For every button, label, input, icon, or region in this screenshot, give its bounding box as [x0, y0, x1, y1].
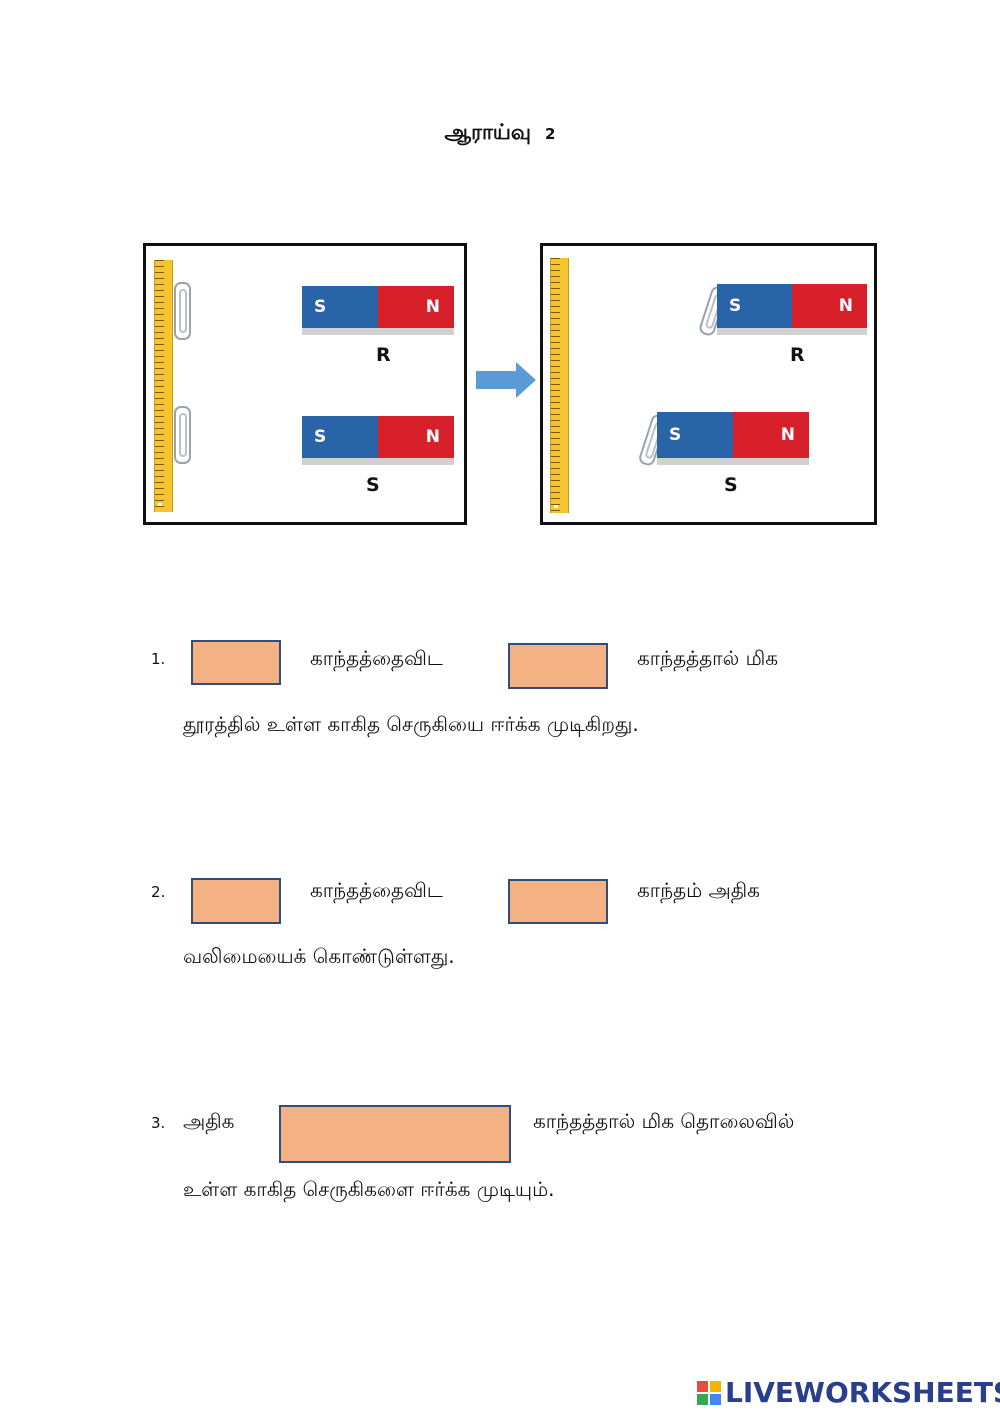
answer-box-2b[interactable] [508, 879, 608, 924]
page-title: ஆராய்வு 2 [0, 120, 1000, 147]
answer-box-1a[interactable] [191, 640, 281, 685]
south-pole: S [717, 284, 792, 328]
magnet-label-s: S [724, 474, 738, 496]
question-3-number: 3. [151, 1114, 166, 1132]
question-1-text-b: காந்தத்தால் மிக [637, 646, 779, 670]
logo-mark-icon [697, 1380, 721, 1405]
before-panel: S N R S N S [143, 243, 467, 525]
magnet-label-s: S [366, 474, 380, 496]
north-pole: N [378, 286, 454, 328]
question-3-line2: உள்ள காகித செருகிகளை ஈர்க்க முடியும். [183, 1177, 555, 1201]
question-3-text-b: காந்தத்தால் மிக தொலைவில் [533, 1109, 795, 1133]
question-2-text-b: காந்தம் அதிக [637, 878, 760, 902]
north-pole: N [733, 412, 809, 458]
after-panel: S N R S N S [540, 243, 877, 525]
question-1-number: 1. [151, 650, 166, 668]
title-text: ஆராய்வு [444, 120, 532, 144]
magnet-s: S N [302, 416, 454, 458]
magnet-s: S N [657, 412, 809, 458]
arrow-right-icon [476, 362, 536, 398]
magnet-label-r: R [790, 344, 805, 366]
south-pole: S [657, 412, 733, 458]
south-pole: S [302, 286, 378, 328]
question-2-line2: வலிமையைக் கொண்டுள்ளது. [183, 944, 455, 968]
liveworksheets-logo: LIVEWORKSHEETS [697, 1376, 1000, 1409]
ruler [154, 260, 173, 512]
magnet-r: S N [717, 284, 867, 328]
paper-clip-icon [174, 282, 191, 340]
answer-box-3[interactable] [279, 1105, 511, 1163]
question-3-text-a: அதிக [183, 1109, 235, 1133]
magnet-r: S N [302, 286, 454, 328]
answer-box-1b[interactable] [508, 643, 608, 689]
south-pole: S [302, 416, 378, 458]
question-2-number: 2. [151, 883, 166, 901]
ruler [550, 258, 569, 513]
north-pole: N [792, 284, 867, 328]
question-1-line2: தூரத்தில் உள்ள காகித செருகியை ஈர்க்க முட… [183, 712, 639, 736]
paper-clip-icon [174, 406, 191, 464]
north-pole: N [378, 416, 454, 458]
brand-name: LIVEWORKSHEETS [725, 1376, 1000, 1409]
question-2-text-a: காந்தத்தைவிட [310, 878, 443, 902]
question-1-text-a: காந்தத்தைவிட [310, 646, 443, 670]
answer-box-2a[interactable] [191, 878, 281, 924]
magnet-label-r: R [376, 344, 391, 366]
title-number: 2 [545, 125, 556, 143]
